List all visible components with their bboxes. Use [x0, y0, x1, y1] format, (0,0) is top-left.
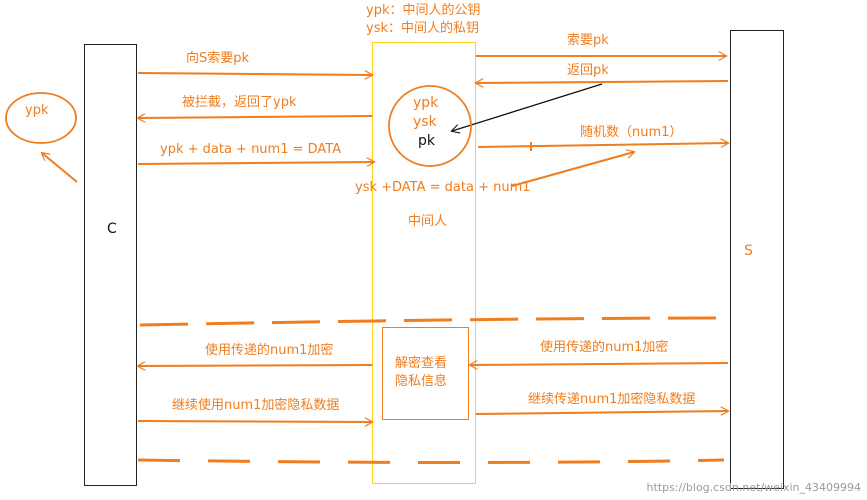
arrow-pk-into-circle: [452, 83, 603, 131]
middleman-label: 中间人: [408, 214, 448, 229]
watermark-url: https://blog.csdn.net/weixin_43409994: [646, 481, 861, 494]
arrow-intercepted-ypk: [138, 116, 373, 118]
arrow-to-side-bubble: [42, 153, 78, 183]
arrow-m-to-c-encrypted: [138, 365, 373, 366]
msg-s-return-pk: 返回pk: [567, 63, 609, 78]
msg-s-to-m-encrypted: 使用传递的num1加密: [540, 340, 669, 355]
dashed-separator-upper: [139, 316, 723, 327]
msg-m-to-c-encrypted: 使用传递的num1加密: [205, 343, 334, 358]
circle-ypk: ypk: [413, 95, 439, 111]
legend-ysk: ysk：中间人的私钥: [366, 21, 479, 36]
arrow-c-send-data: [137, 162, 374, 164]
decrypt-box-line2: 隐私信息: [395, 374, 448, 389]
arrow-c-request-pk: [137, 73, 372, 75]
decrypt-box: [382, 327, 469, 420]
dashed-separator-lower: [137, 458, 725, 464]
msg-c-request-pk: 向S索要pk: [186, 51, 250, 66]
msg-c-send-data: ypk + data + num1 = DATA: [160, 142, 342, 157]
arrow-s-to-m-encrypted: [470, 363, 729, 365]
msg-m-to-s-encrypted-data: 继续传递num1加密隐私数据: [528, 392, 696, 407]
decrypt-box-line1: 解密查看: [395, 356, 448, 371]
client-lifeline-box: [84, 44, 137, 486]
side-bubble-text: ypk: [25, 103, 49, 118]
circle-ysk: ysk: [413, 114, 437, 130]
arrow-m-to-s-encrypted-data: [475, 411, 728, 414]
server-lifeline-box: [730, 30, 784, 489]
msg-ysk-decrypt: ysk +DATA = data + num1: [355, 180, 531, 195]
side-ypk-bubble: [5, 92, 77, 144]
msg-random-num1: 随机数（num1）: [580, 125, 683, 140]
arrow-m-send-num1: [477, 143, 728, 148]
arrow-ysk-to-num1: [511, 152, 634, 187]
legend-ypk: ypk：中间人的公钥: [366, 3, 481, 18]
circle-pk: pk: [418, 133, 435, 149]
msg-m-request-pk: 索要pk: [567, 33, 609, 48]
arrow-s-return-pk: [476, 81, 729, 83]
msg-intercepted-ypk: 被拦截，返回了ypk: [182, 95, 297, 110]
server-label: S: [744, 243, 753, 259]
client-label: C: [107, 221, 117, 237]
middleman-lifeline-box: [372, 42, 476, 484]
middleman-keys-circle: [388, 85, 472, 167]
msg-c-to-m-encrypted-data: 继续使用num1加密隐私数据: [172, 398, 340, 413]
arrow-c-to-m-encrypted-data: [137, 421, 372, 422]
